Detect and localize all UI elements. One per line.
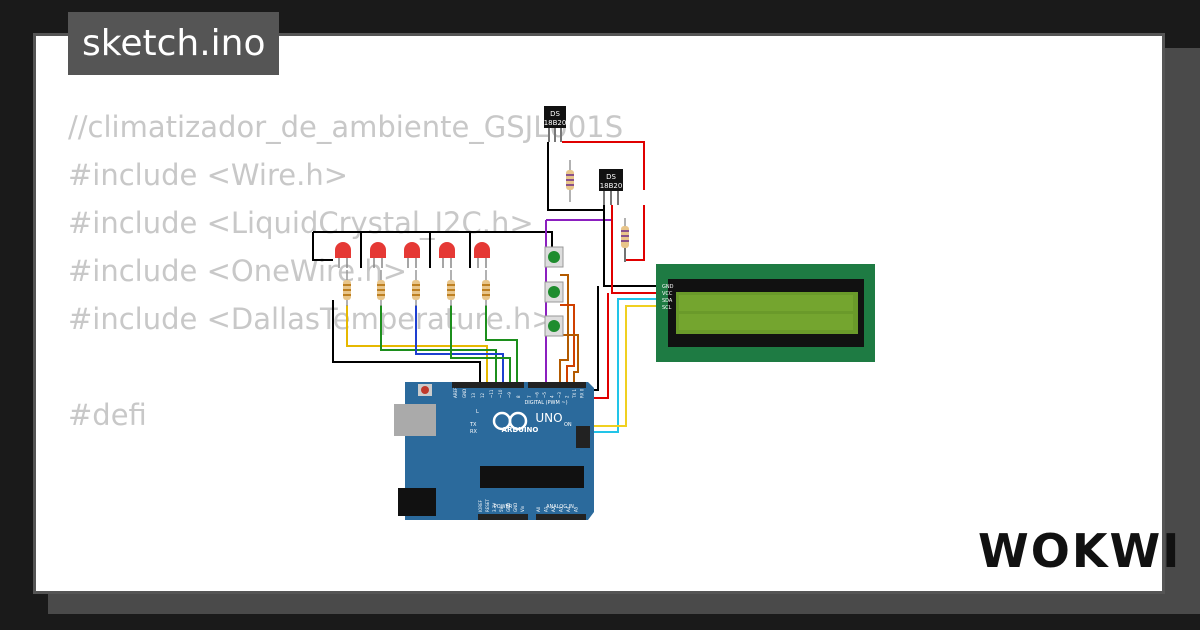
- digital-pin-label: 2: [565, 395, 570, 398]
- digital-pin-label: ~5: [542, 392, 547, 398]
- digital-pin-label: RX 0: [580, 388, 585, 398]
- led[interactable]: [474, 242, 490, 268]
- led[interactable]: [370, 242, 386, 268]
- lcd-pin-label: VCC: [662, 291, 673, 297]
- analog-pin-label: A5: [574, 506, 579, 512]
- atmega-chip: [480, 466, 584, 488]
- board-model: UNO: [535, 411, 562, 425]
- digital-pin-label: TX 1: [572, 389, 577, 399]
- digital-pin-label: GND: [462, 389, 467, 398]
- temperature-sensor-2[interactable]: DS 18B20: [599, 169, 623, 205]
- power-header-label: POWER: [494, 504, 513, 510]
- arduino-uno-board[interactable]: ARDUINO UNO DIGITAL (PWM ~) POWER ANALOG…: [394, 382, 594, 520]
- resistor[interactable]: [412, 270, 420, 306]
- wokwi-logo: WOKWI: [978, 524, 1182, 578]
- analog-pin-label: A4: [566, 506, 571, 512]
- sensor-label: DS: [550, 110, 560, 118]
- temperature-sensor-1[interactable]: DS 18B20: [544, 106, 567, 142]
- led-array: [335, 231, 490, 268]
- analog-header: [536, 514, 586, 520]
- led[interactable]: [335, 242, 351, 268]
- analog-pin-label: A3: [559, 506, 564, 512]
- digital-pin-label: 4: [550, 395, 555, 398]
- lcd-display[interactable]: GND VCC SDA SCL: [656, 264, 875, 362]
- digital-pin-label: ~11: [489, 389, 494, 398]
- digital-header-left: [452, 382, 524, 388]
- code-line: #defi: [68, 398, 147, 432]
- sensor-resistor-2[interactable]: [621, 218, 629, 262]
- led[interactable]: [439, 242, 455, 268]
- usb-port: [394, 404, 436, 436]
- on-led-label: ON: [564, 422, 572, 428]
- analog-pin-label: A2: [551, 506, 556, 512]
- power-pin-label: GND: [513, 503, 518, 512]
- power-pin-label: 5V: [499, 506, 504, 512]
- led-resistors: [343, 270, 490, 306]
- digital-pin-label: 12: [480, 392, 485, 398]
- push-button[interactable]: [544, 315, 564, 337]
- lcd-pin-label: GND: [662, 284, 674, 290]
- sensor-label: DS: [606, 173, 616, 181]
- sketch-filename-tab: sketch.ino: [68, 12, 280, 75]
- icsp-header: [576, 426, 590, 448]
- digital-pin-label: ~3: [557, 392, 562, 398]
- led[interactable]: [404, 242, 420, 268]
- resistor[interactable]: [447, 270, 455, 306]
- push-buttons: [544, 246, 564, 337]
- digital-pin-label: 13: [471, 392, 476, 398]
- power-pin-label: Vin: [520, 505, 525, 512]
- sensor-resistor-1[interactable]: [566, 160, 574, 202]
- lcd-pin-label: SDA: [662, 298, 673, 304]
- code-line: #include <LiquidCrystal_I2C.h>: [68, 206, 534, 240]
- push-button[interactable]: [544, 281, 564, 303]
- analog-pin-label: A1: [544, 506, 549, 512]
- analog-header-label: ANALOG IN: [546, 504, 574, 510]
- digital-pin-label: 8: [516, 395, 521, 398]
- digital-header-right: [528, 382, 586, 388]
- power-jack: [398, 488, 436, 516]
- digital-pin-label: ~6: [535, 392, 540, 398]
- resistor[interactable]: [482, 270, 490, 306]
- digital-pin-label: 7: [527, 395, 532, 398]
- resistor[interactable]: [377, 270, 385, 306]
- power-header: [478, 514, 528, 520]
- code-line: //climatizador_de_ambiente_GSJL001S: [68, 110, 624, 144]
- arduino-brand: ARDUINO: [502, 426, 539, 434]
- sensor-label: 18B20: [600, 182, 623, 190]
- code-line: #include <Wire.h>: [68, 158, 349, 192]
- power-pin-label: RESET: [485, 499, 490, 512]
- led-label: RX: [470, 429, 477, 435]
- lcd-pin-label: SCL: [662, 305, 672, 311]
- digital-pin-label: ~10: [498, 389, 503, 398]
- sensor-label: 18B20: [544, 119, 567, 127]
- digital-header-label: DIGITAL (PWM ~): [524, 400, 567, 406]
- analog-pin-label: A0: [536, 506, 541, 512]
- led-label: TX: [469, 422, 477, 428]
- resistor[interactable]: [343, 270, 351, 306]
- push-button[interactable]: [544, 246, 564, 268]
- digital-pin-label: ~9: [507, 392, 512, 398]
- digital-pin-label: AREF: [453, 387, 458, 398]
- power-pin-label: 3.3V: [492, 503, 497, 512]
- power-pin-label: IOREF: [478, 499, 483, 512]
- led-label: L: [476, 409, 479, 415]
- power-pin-label: GND: [506, 503, 511, 512]
